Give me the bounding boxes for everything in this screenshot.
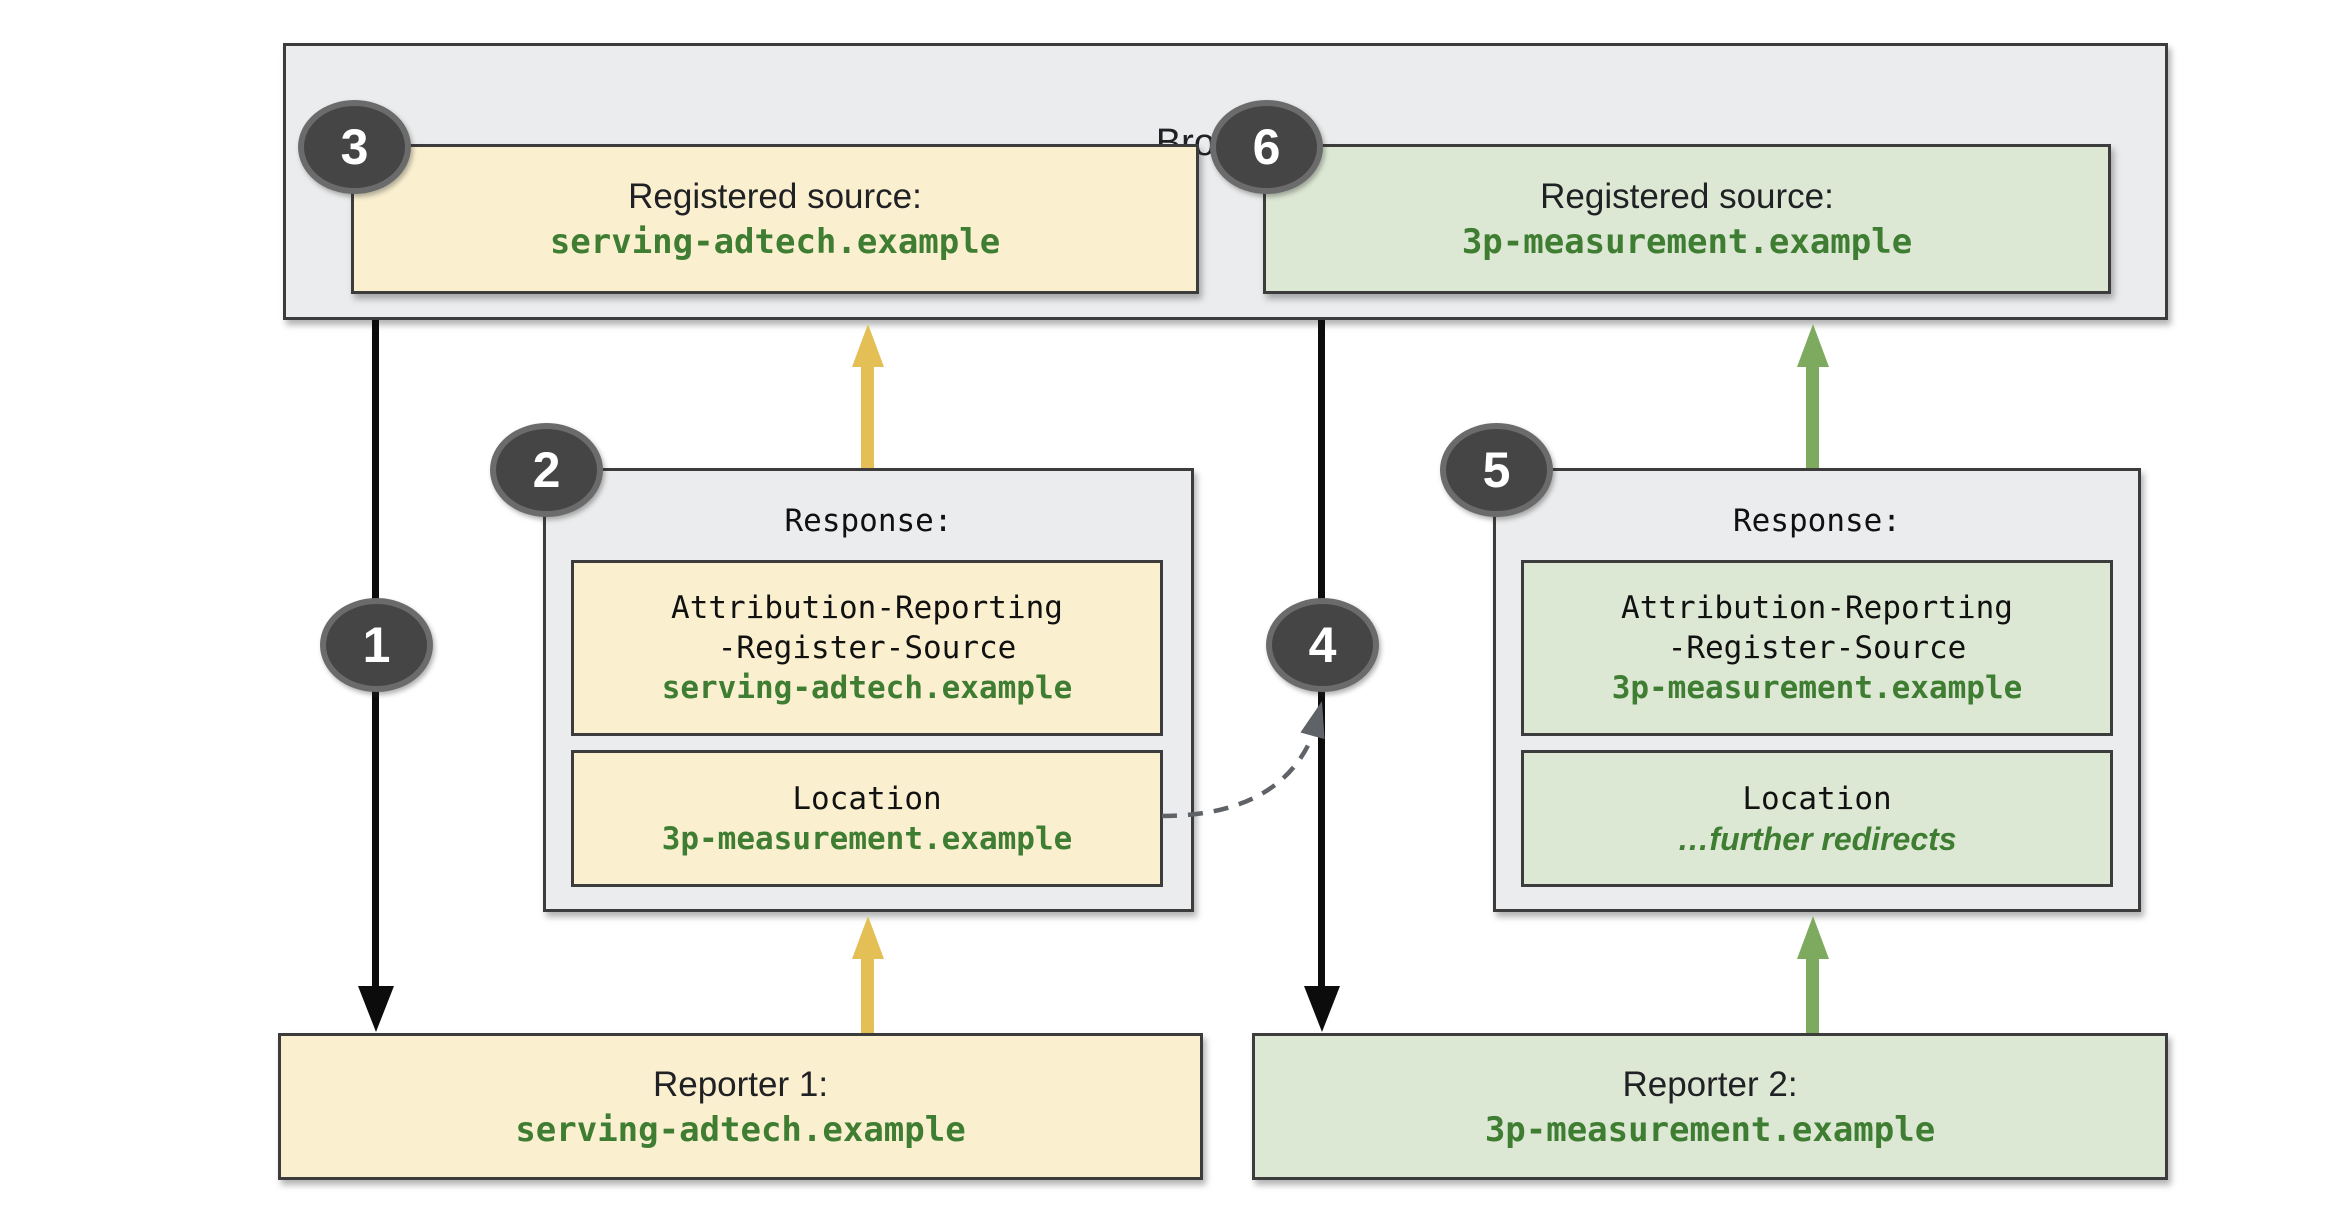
redirect-dashed-path: [1161, 715, 1322, 819]
response-1-header-box: Attribution-Reporting -Register-Source s…: [571, 560, 1163, 736]
response-2-box: Response: Attribution-Reporting -Registe…: [1493, 468, 2141, 912]
step-badge-5: 5: [1440, 423, 1553, 517]
registered-source-1-box: Registered source: serving-adtech.exampl…: [351, 144, 1199, 294]
reporter-1-label: Reporter 1:: [652, 1064, 829, 1104]
reporter-2-box: Reporter 2: 3p-measurement.example: [1252, 1033, 2168, 1180]
arrow-response2-to-browser-shaft: [1806, 364, 1819, 468]
arrow-reporter2-to-response2-head: [1797, 916, 1829, 959]
arrow-browser-to-reporter2-head: [1304, 986, 1340, 1032]
arrow-reporter2-to-response2-shaft: [1806, 956, 1819, 1033]
response-1-header-value: serving-adtech.example: [661, 670, 1073, 706]
arrow-response1-to-browser-head: [852, 324, 884, 367]
reporter-2-label: Reporter 2:: [1622, 1064, 1798, 1104]
step-badge-4: 4: [1266, 598, 1379, 692]
registered-source-1-label: Registered source:: [628, 177, 922, 216]
response-1-header-line1: Attribution-Reporting: [671, 590, 1063, 626]
arrow-reporter1-to-response1-shaft: [861, 956, 874, 1033]
response-2-header-box: Attribution-Reporting -Register-Source 3…: [1521, 560, 2113, 736]
registered-source-2-label: Registered source:: [1540, 177, 1834, 216]
arrow-response2-to-browser-head: [1797, 324, 1829, 367]
step-badge-6: 6: [1210, 100, 1323, 194]
registered-source-2-box: Registered source: 3p-measurement.exampl…: [1263, 144, 2111, 294]
response-2-header-line2: -Register-Source: [1667, 630, 1967, 666]
step-badge-3: 3: [298, 100, 411, 194]
response-1-box: Response: Attribution-Reporting -Registe…: [543, 468, 1194, 912]
step-badge-2: 2: [490, 423, 603, 517]
response-2-header-value: 3p-measurement.example: [1611, 670, 2023, 706]
redirect-dashed-arrow: [1161, 701, 1325, 819]
response-1-location-value: 3p-measurement.example: [661, 820, 1073, 857]
response-1-location-box: Location 3p-measurement.example: [571, 750, 1163, 887]
response-2-location-box: Location …further redirects: [1521, 750, 2113, 887]
browser-box: Browser Registered source: serving-adtec…: [283, 43, 2168, 320]
response-2-header-line1: Attribution-Reporting: [1621, 590, 2013, 626]
registered-source-2-value: 3p-measurement.example: [1461, 222, 1913, 262]
redirect-dashed-arrowhead: [1300, 701, 1325, 740]
step-badge-1: 1: [320, 598, 433, 692]
response-2-location-label: Location: [1742, 780, 1892, 817]
reporter-2-value: 3p-measurement.example: [1484, 1109, 1936, 1150]
response-2-location-value: …further redirects: [1677, 820, 1957, 857]
arrow-response1-to-browser-shaft: [861, 364, 874, 468]
registered-source-1-value: serving-adtech.example: [549, 222, 1001, 262]
response-1-header-line2: -Register-Source: [717, 630, 1017, 666]
arrow-browser-to-reporter1-head: [358, 986, 394, 1032]
response-2-title: Response:: [1733, 503, 1901, 539]
reporter-1-value: serving-adtech.example: [515, 1109, 966, 1150]
response-1-location-label: Location: [792, 780, 942, 817]
response-1-title: Response:: [784, 503, 953, 539]
arrow-reporter1-to-response1-head: [852, 916, 884, 959]
reporter-1-box: Reporter 1: serving-adtech.example: [278, 1033, 1203, 1180]
